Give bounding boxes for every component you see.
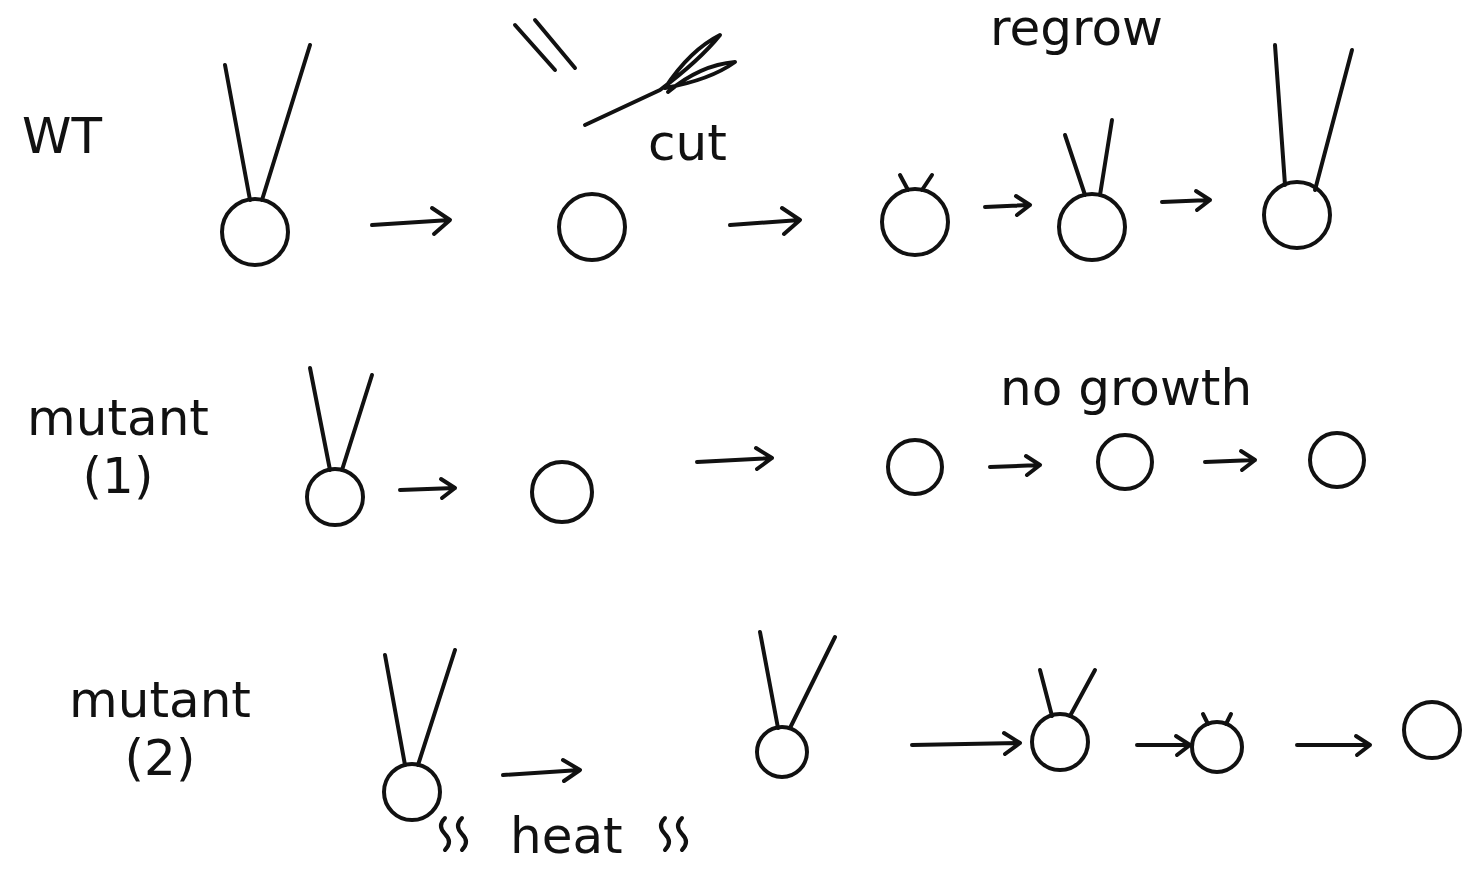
result-label: regrow (990, 0, 1163, 58)
strain-label: mutant (1) (18, 390, 218, 505)
condition-label: heat (510, 808, 623, 866)
strain-label: mutant (2) (60, 672, 260, 787)
action-label: cut (648, 115, 727, 173)
result-label: no growth (1000, 360, 1252, 418)
strain-label: WT (22, 108, 102, 166)
